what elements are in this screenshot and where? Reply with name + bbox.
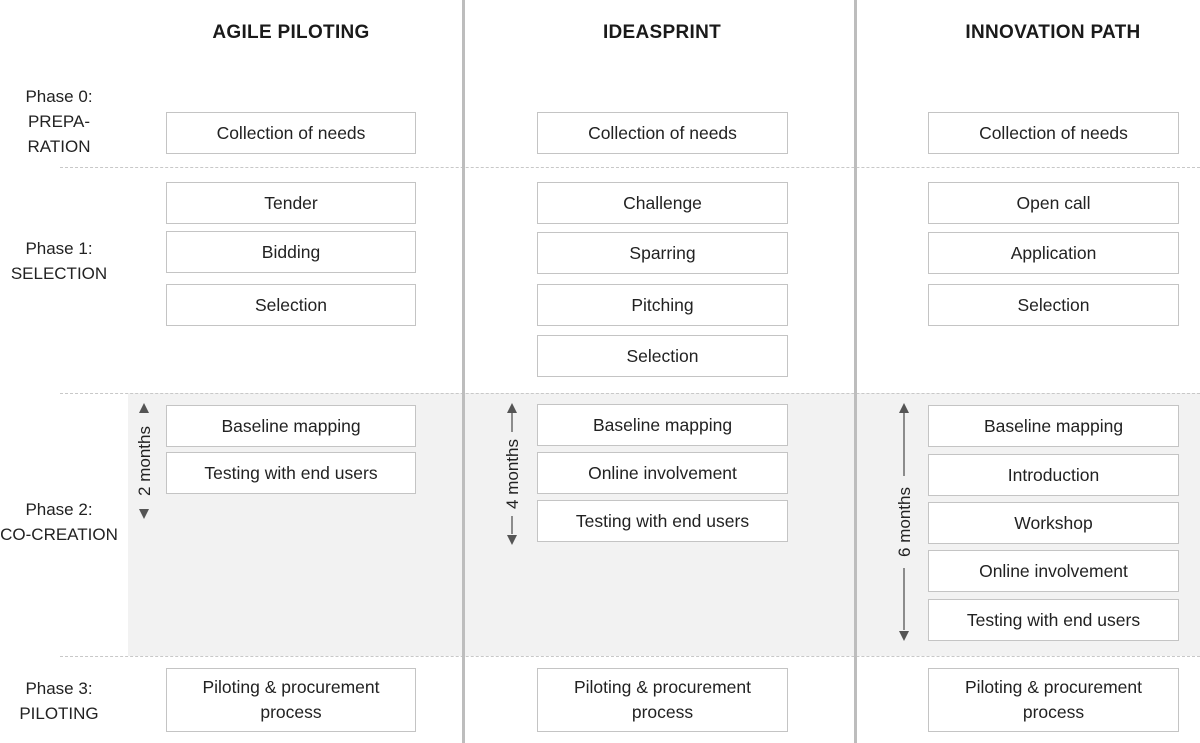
- step-box: Baseline mapping: [928, 405, 1179, 447]
- phase-separator: [60, 393, 1200, 394]
- arrow-head-up: [507, 403, 517, 413]
- step-box: Collection of needs: [537, 112, 788, 154]
- arrow-head-down: [507, 535, 517, 545]
- step-box: Selection: [537, 335, 788, 377]
- step-box: Online involvement: [537, 452, 788, 494]
- phase-separator: [60, 167, 1200, 168]
- phase-label-piloting: Phase 3:PILOTING: [19, 679, 99, 723]
- duration-label: 4 months: [503, 439, 522, 509]
- step-box: Sparring: [537, 232, 788, 274]
- step-box: Introduction: [928, 454, 1179, 496]
- duration-arrow-agile-piloting: 2 months: [135, 403, 154, 519]
- step-box: Workshop: [928, 502, 1179, 544]
- step-box: Collection of needs: [166, 112, 416, 154]
- arrow-head-up: [139, 403, 149, 413]
- step-box: Tender: [166, 182, 416, 224]
- column-divider: [462, 0, 465, 743]
- arrow-head-up: [899, 403, 909, 413]
- step-box: Online involvement: [928, 550, 1179, 592]
- column-heading-ideasprint: IDEASPRINT: [602, 22, 722, 43]
- duration-arrow-ideasprint: 4 months: [503, 403, 522, 545]
- duration-label: 2 months: [135, 426, 154, 496]
- step-box: Application: [928, 232, 1179, 274]
- step-box: Testing with end users: [928, 599, 1179, 641]
- column-heading-innovation-path: INNOVATION PATH: [965, 22, 1141, 43]
- step-box: Baseline mapping: [166, 405, 416, 447]
- step-box: Baseline mapping: [537, 404, 788, 446]
- step-box: Selection: [166, 284, 416, 326]
- phase-label-preparation: Phase 0:PREPA-RATION: [25, 87, 93, 156]
- column-heading-agile-piloting: AGILE PILOTING: [212, 22, 370, 43]
- step-box: Testing with end users: [537, 500, 788, 542]
- step-box: Open call: [928, 182, 1179, 224]
- arrow-head-down: [899, 631, 909, 641]
- step-box: Pitching: [537, 284, 788, 326]
- phase-label-cocreation: Phase 2:CO-CREATION: [0, 500, 118, 544]
- phase-label-selection: Phase 1:SELECTION: [10, 239, 108, 283]
- step-box: Bidding: [166, 231, 416, 273]
- duration-label: 6 months: [895, 487, 914, 557]
- arrow-head-down: [139, 509, 149, 519]
- step-box: Collection of needs: [928, 112, 1179, 154]
- step-box: Challenge: [537, 182, 788, 224]
- duration-arrow-innovation-path: 6 months: [895, 403, 914, 641]
- step-box: Testing with end users: [166, 452, 416, 494]
- step-box: Selection: [928, 284, 1179, 326]
- column-divider: [854, 0, 857, 743]
- phase-separator: [60, 656, 1200, 657]
